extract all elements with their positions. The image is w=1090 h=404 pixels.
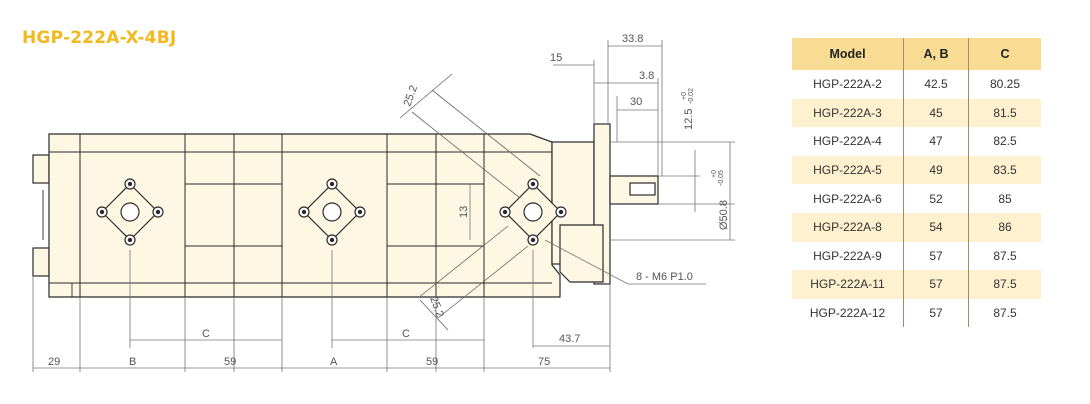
port-flange-middle bbox=[298, 178, 366, 246]
dim-33-8: 33.8 bbox=[622, 33, 643, 45]
cell-a-b: 45 bbox=[903, 98, 969, 128]
outlet-block bbox=[559, 224, 604, 283]
table-row: HGP-222A-9 57 87.5 bbox=[792, 241, 1041, 271]
cell-c: 85 bbox=[998, 191, 1012, 206]
table-row: HGP-222A-3 45 81.5 bbox=[792, 98, 1041, 128]
header-a-b: A, B bbox=[903, 38, 969, 70]
cell-a-b: 57 bbox=[903, 298, 969, 328]
header-c: C bbox=[968, 38, 1041, 70]
cell-model: HGP-222A-8 bbox=[792, 212, 904, 242]
drawing-title: HGP-222A-X-4BJ bbox=[22, 28, 177, 48]
cell-model: HGP-222A-3 bbox=[792, 98, 904, 128]
dim-12-5: 12.5 bbox=[683, 109, 695, 130]
dim-13: 13 bbox=[458, 206, 470, 218]
cell-model: HGP-222A-9 bbox=[792, 241, 904, 271]
cell-a-b: 57 bbox=[903, 241, 969, 271]
cell-model: HGP-222A-5 bbox=[792, 155, 904, 185]
dim-59-right: 59 bbox=[426, 356, 438, 368]
cell-a-b: 54 bbox=[903, 212, 969, 242]
technical-drawing: 15 33.8 3.8 30 12.5 +0 -0.02 25.2 25.2 1… bbox=[32, 33, 735, 372]
dim-15: 15 bbox=[550, 52, 562, 64]
tol-12-5-lower: -0.02 bbox=[688, 88, 695, 104]
table-row: HGP-222A-5 49 83.5 bbox=[792, 155, 1041, 185]
cell-model: HGP-222A-11 bbox=[792, 270, 904, 299]
dim-75: 75 bbox=[538, 356, 550, 368]
model-spec-table: Model A, B C HGP-222A-2 42.5 80.25 HGP-2… bbox=[792, 38, 1041, 328]
dim-25-2-bottom: 25.2 bbox=[427, 295, 446, 319]
cell-model: HGP-222A-2 bbox=[792, 70, 904, 99]
tol-phi-lower: -0.05 bbox=[718, 170, 725, 186]
table-header-row: Model A, B C bbox=[792, 38, 1041, 70]
cell-a-b: 42.5 bbox=[903, 70, 969, 99]
cell-model: HGP-222A-12 bbox=[792, 298, 904, 328]
dim-a: A bbox=[330, 356, 338, 368]
dim-25-2-top: 25.2 bbox=[402, 84, 421, 108]
cell-a-b: 47 bbox=[903, 127, 969, 156]
thread-note: 8 - M6 P1.0 bbox=[636, 271, 693, 283]
dim-c-right: C bbox=[402, 328, 410, 340]
table-row: HGP-222A-12 57 87.5 bbox=[792, 298, 1041, 328]
cell-c: 86 bbox=[968, 212, 1041, 242]
cell-model: HGP-222A-4 bbox=[792, 127, 904, 156]
cell-a-b: 49 bbox=[903, 155, 969, 185]
table-row: HGP-222A-2 42.5 80.25 bbox=[792, 70, 1041, 99]
dim-30: 30 bbox=[630, 96, 642, 108]
table-row: HGP-222A-6 52 85 bbox=[792, 184, 1041, 213]
port-flange-rear bbox=[96, 178, 164, 246]
dim-29: 29 bbox=[48, 356, 60, 368]
rear-port-upper bbox=[32, 154, 50, 184]
header-model: Model bbox=[792, 38, 904, 70]
dim-b: B bbox=[129, 356, 136, 368]
cell-model: HGP-222A-6 bbox=[792, 184, 904, 213]
tol-12-5-upper: +0 bbox=[681, 92, 688, 100]
rear-port-lower bbox=[32, 247, 50, 277]
cell-c: 87.5 bbox=[968, 270, 1041, 299]
table-row: HGP-222A-8 54 86 bbox=[792, 212, 1041, 242]
shaft-key bbox=[629, 182, 656, 196]
dim-59-left: 59 bbox=[224, 356, 236, 368]
cell-c: 87.5 bbox=[993, 306, 1017, 321]
dim-3-8: 3.8 bbox=[639, 70, 654, 82]
cell-a-b: 52 bbox=[903, 184, 969, 213]
tol-phi-upper: +0 bbox=[711, 170, 718, 178]
dim-43-7: 43.7 bbox=[559, 333, 580, 345]
cell-c: 83.5 bbox=[968, 155, 1041, 185]
cell-c: 81.5 bbox=[968, 98, 1041, 128]
dim-c-left: C bbox=[202, 328, 210, 340]
cell-c: 80.25 bbox=[989, 77, 1021, 92]
table-row: HGP-222A-4 47 82.5 bbox=[792, 127, 1041, 156]
dim-phi-50-8: Ø50.8 bbox=[718, 200, 730, 230]
cell-c: 82.5 bbox=[993, 134, 1017, 149]
cell-c: 87.5 bbox=[993, 248, 1017, 263]
cell-a-b: 57 bbox=[903, 270, 969, 299]
table-row: HGP-222A-11 57 87.5 bbox=[792, 270, 1041, 299]
port-flange-front bbox=[499, 178, 567, 246]
